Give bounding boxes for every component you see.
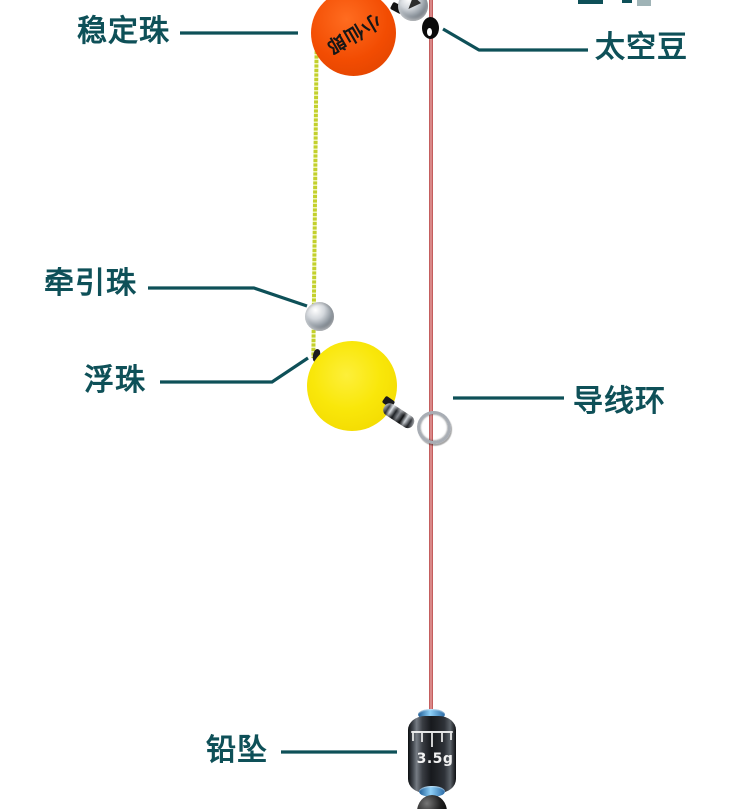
guide-ring-icon [413,407,455,448]
main-line-red [429,0,433,713]
bead-reflection [408,0,421,9]
swivel-barrel [380,401,417,431]
float-brand-text: 小仙郎 [321,8,385,58]
cropped-label-fragment [637,0,651,6]
leader-float-bead [160,356,309,384]
label-traction-bead: 牵引珠 [44,266,137,301]
float-ball [307,341,397,431]
sinker-scale-line [411,731,453,733]
label-float-bead: 浮珠 [84,363,146,398]
sinker-scale-tick [431,733,433,747]
stabilizer-ball: 小仙郎 [311,0,396,76]
leader-traction-bead [148,286,308,308]
label-guide-ring: 导线环 [573,384,666,419]
space-bean-stopper [422,17,439,39]
top-metal-bead-icon [398,0,428,21]
sinker-bottom-cap [419,786,445,797]
leader-space-bean [442,27,588,52]
sinker-bottom-drop [417,795,447,809]
cropped-label-fragment [578,0,603,4]
sinker-scale-tick [412,733,414,741]
lead-sinker [408,716,456,793]
sinker-scale-tick [421,733,423,742]
label-lead-sinker: 铅坠 [206,733,268,768]
cropped-label-fragment [622,0,632,3]
sinker-weight-label: 3.5g [416,751,454,767]
label-stabilizer-bead: 稳定珠 [77,14,170,49]
sinker-scale-tick [441,733,443,742]
bean-highlight [427,28,432,36]
sinker-top-cap [418,709,445,720]
traction-bead [305,302,334,331]
sinker-scale-tick [450,733,452,740]
label-space-bean: 太空豆 [595,30,688,65]
